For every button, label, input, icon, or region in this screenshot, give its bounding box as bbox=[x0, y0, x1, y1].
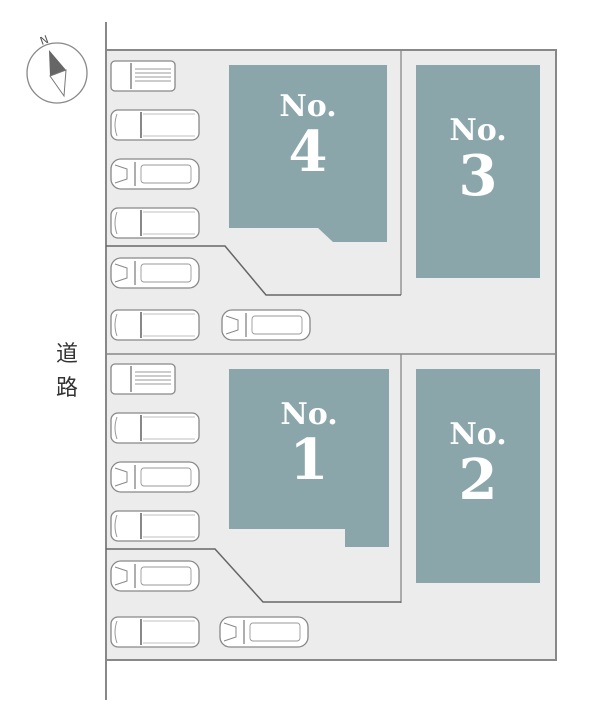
lot-4-prefix: No. bbox=[279, 89, 337, 124]
site-boundary bbox=[106, 49, 557, 661]
lot-3-label[interactable]: No. 3 bbox=[416, 113, 540, 209]
driveway-boundary-top bbox=[106, 245, 401, 296]
lot-3-prefix: No. bbox=[449, 113, 507, 148]
lot-2-building[interactable] bbox=[416, 369, 540, 583]
lot-3-building[interactable] bbox=[416, 65, 540, 278]
lot-2-label[interactable]: No. 2 bbox=[416, 417, 540, 513]
lot-1-label[interactable]: No. 1 bbox=[229, 397, 389, 493]
driveway-boundary-bottom bbox=[106, 548, 401, 603]
lot-2-prefix: No. bbox=[449, 417, 507, 452]
lot-1-building[interactable] bbox=[229, 369, 389, 547]
lot-2-number: 2 bbox=[458, 447, 498, 513]
road-label-1: 道 bbox=[55, 342, 78, 367]
lot-4-label[interactable]: No. 4 bbox=[229, 89, 387, 185]
lot-1-prefix: No. bbox=[280, 397, 338, 432]
lot-1-number: 1 bbox=[289, 427, 329, 493]
north-arrow-icon bbox=[26, 42, 88, 104]
lot-4-number: 4 bbox=[288, 119, 328, 185]
lot-4-building[interactable] bbox=[229, 65, 387, 242]
road-label-2: 路 bbox=[55, 376, 78, 401]
lot-3-number: 3 bbox=[458, 143, 498, 209]
compass-label: N bbox=[38, 33, 50, 48]
